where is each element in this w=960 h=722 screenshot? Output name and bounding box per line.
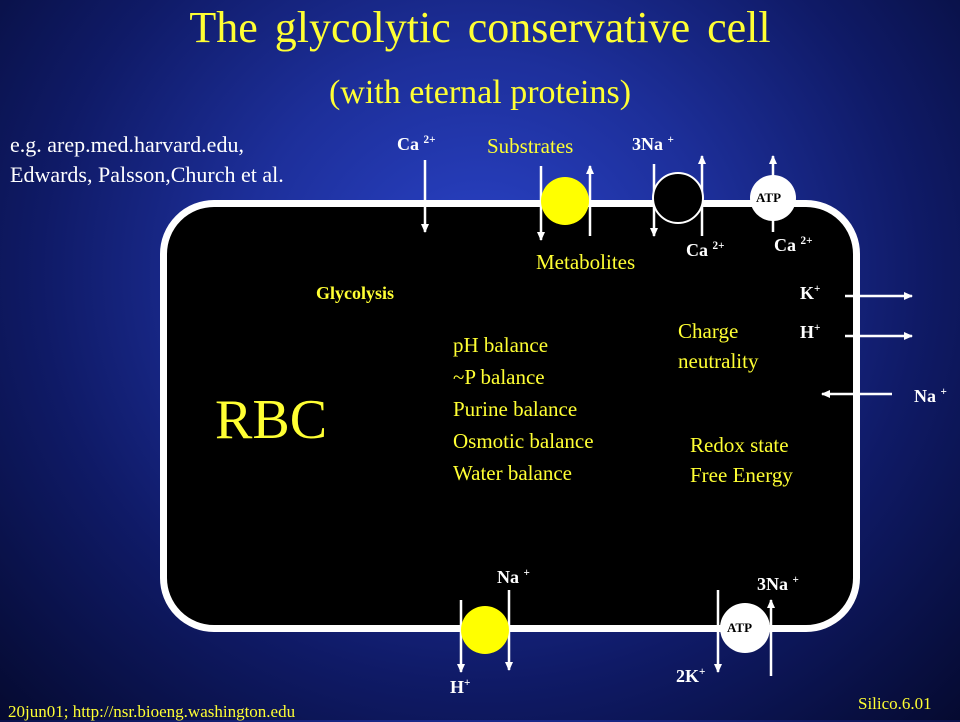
redox-text: Redox state Free Energy — [690, 433, 793, 487]
ca-label-exchanger: Ca 2+ — [686, 240, 725, 260]
footer-source: 20jun01; http://nsr.bioeng.washington.ed… — [8, 702, 296, 721]
atp-pump-top — [750, 175, 796, 221]
slide-title: The glycolytic conservative cell — [189, 3, 771, 52]
footer-slide-id: Silico.6.01 — [858, 694, 932, 713]
atp-label-bottom: ATP — [727, 620, 753, 635]
na-label-top: 3Na + — [632, 134, 674, 154]
balances-list: pH balance ~P balance Purine balance Osm… — [453, 333, 594, 485]
atp-label-top: ATP — [756, 190, 782, 205]
h-label: H+ — [800, 322, 821, 342]
k-label-bottom: 2K+ — [676, 666, 706, 686]
rbc-label: RBC — [215, 389, 328, 451]
ca-label-pump: Ca 2+ — [774, 235, 813, 255]
glycolysis-label: Glycolysis — [316, 283, 395, 303]
slide-subtitle: (with eternal proteins) — [328, 74, 632, 111]
h-label-bottom: H+ — [450, 677, 471, 697]
atp-pump-bottom — [720, 603, 770, 653]
metabolites-label: Metabolites — [536, 250, 636, 274]
na-ca-exchanger — [652, 172, 704, 224]
na-label-bottom-right: 3Na + — [757, 574, 799, 594]
charge-neutrality-text: Charge neutrality — [678, 319, 759, 373]
substrates-label: Substrates — [487, 134, 574, 158]
na-label-bottom: Na + — [497, 567, 530, 587]
substrate-transporter — [541, 177, 589, 225]
ca-label-top: Ca 2+ — [397, 134, 436, 154]
cell-membrane — [160, 200, 860, 632]
reference-text: e.g. arep.med.harvard.edu, Edwards, Pals… — [10, 132, 284, 187]
na-h-exchanger — [461, 606, 509, 654]
k-label: K+ — [800, 283, 821, 303]
na-label-side: Na + — [914, 386, 947, 406]
